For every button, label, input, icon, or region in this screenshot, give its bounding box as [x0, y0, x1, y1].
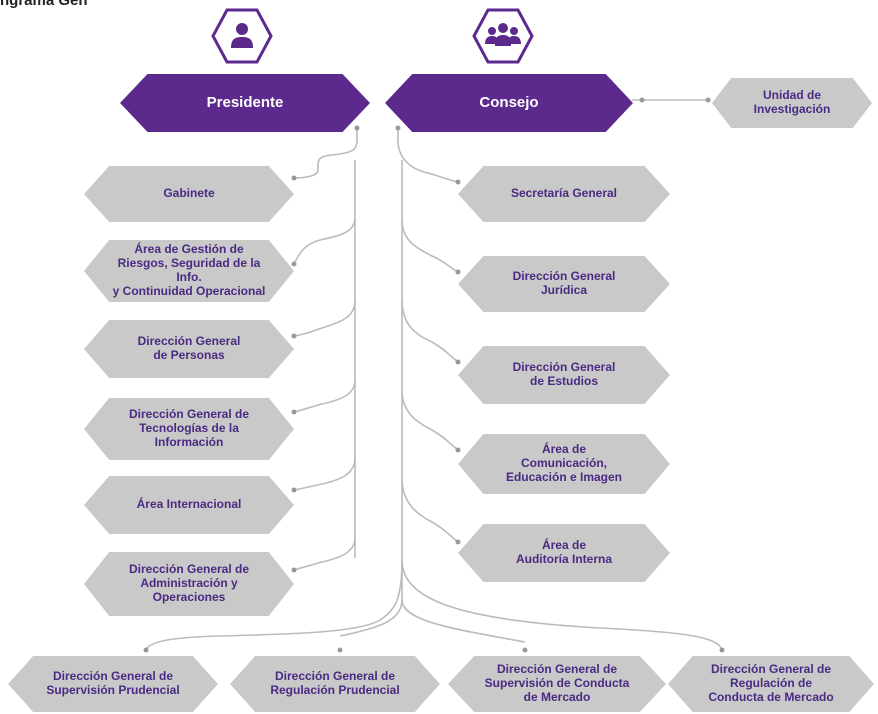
bottom-unit-1: Dirección General de Supervisión Prudenc…	[8, 656, 218, 712]
left-unit-label: Dirección General de Personas	[137, 334, 241, 362]
unit-investigation-label: Unidad de Investigación	[753, 88, 831, 116]
right-unit-3: Dirección General de Estudios	[458, 346, 670, 404]
left-unit-label: Área de Gestión de Riesgos, Seguridad de…	[112, 242, 266, 298]
left-unit-4: Dirección General de Tecnologías de la I…	[84, 398, 294, 460]
left-unit-label: Área Internacional	[136, 497, 242, 512]
right-unit-1: Secretaría General	[458, 166, 670, 222]
left-unit-label: Dirección General de Administración y Op…	[128, 562, 250, 604]
page-title: ngrama Gen	[0, 0, 88, 9]
president-label: Presidente	[206, 94, 284, 112]
right-unit-label: Área de Auditoría Interna	[515, 538, 612, 566]
left-unit-2: Área de Gestión de Riesgos, Seguridad de…	[84, 240, 294, 302]
left-unit-1: Gabinete	[84, 166, 294, 222]
bottom-unit-label: Dirección General de Regulación de Condu…	[708, 662, 834, 704]
right-unit-5: Área de Auditoría Interna	[458, 524, 670, 582]
bottom-unit-label: Dirección General de Supervisión Prudenc…	[46, 669, 180, 697]
council-label: Consejo	[479, 94, 539, 112]
right-unit-label: Dirección General de Estudios	[512, 360, 616, 388]
bottom-unit-4: Dirección General de Regulación de Condu…	[668, 656, 874, 712]
left-unit-6: Dirección General de Administración y Op…	[84, 552, 294, 616]
right-unit-label: Secretaría General	[510, 186, 618, 201]
bottom-unit-label: Dirección General de Regulación Prudenci…	[270, 669, 400, 697]
left-unit-5: Área Internacional	[84, 476, 294, 534]
group-icon	[472, 8, 534, 64]
right-unit-label: Área de Comunicación, Educación e Imagen	[505, 442, 623, 484]
president-box: Presidente	[120, 74, 370, 132]
person-icon	[211, 8, 273, 64]
left-unit-label: Dirección General de Tecnologías de la I…	[128, 407, 250, 449]
bottom-unit-3: Dirección General de Supervisión de Cond…	[448, 656, 666, 712]
right-unit-2: Dirección General Jurídica	[458, 256, 670, 312]
bottom-unit-2: Dirección General de Regulación Prudenci…	[230, 656, 440, 712]
unit-investigation-box: Unidad de Investigación	[712, 78, 872, 128]
council-box: Consejo	[385, 74, 633, 132]
right-unit-4: Área de Comunicación, Educación e Imagen	[458, 434, 670, 494]
bottom-unit-label: Dirección General de Supervisión de Cond…	[484, 662, 630, 704]
right-unit-label: Dirección General Jurídica	[512, 269, 616, 297]
left-unit-label: Gabinete	[163, 186, 215, 201]
left-unit-3: Dirección General de Personas	[84, 320, 294, 378]
